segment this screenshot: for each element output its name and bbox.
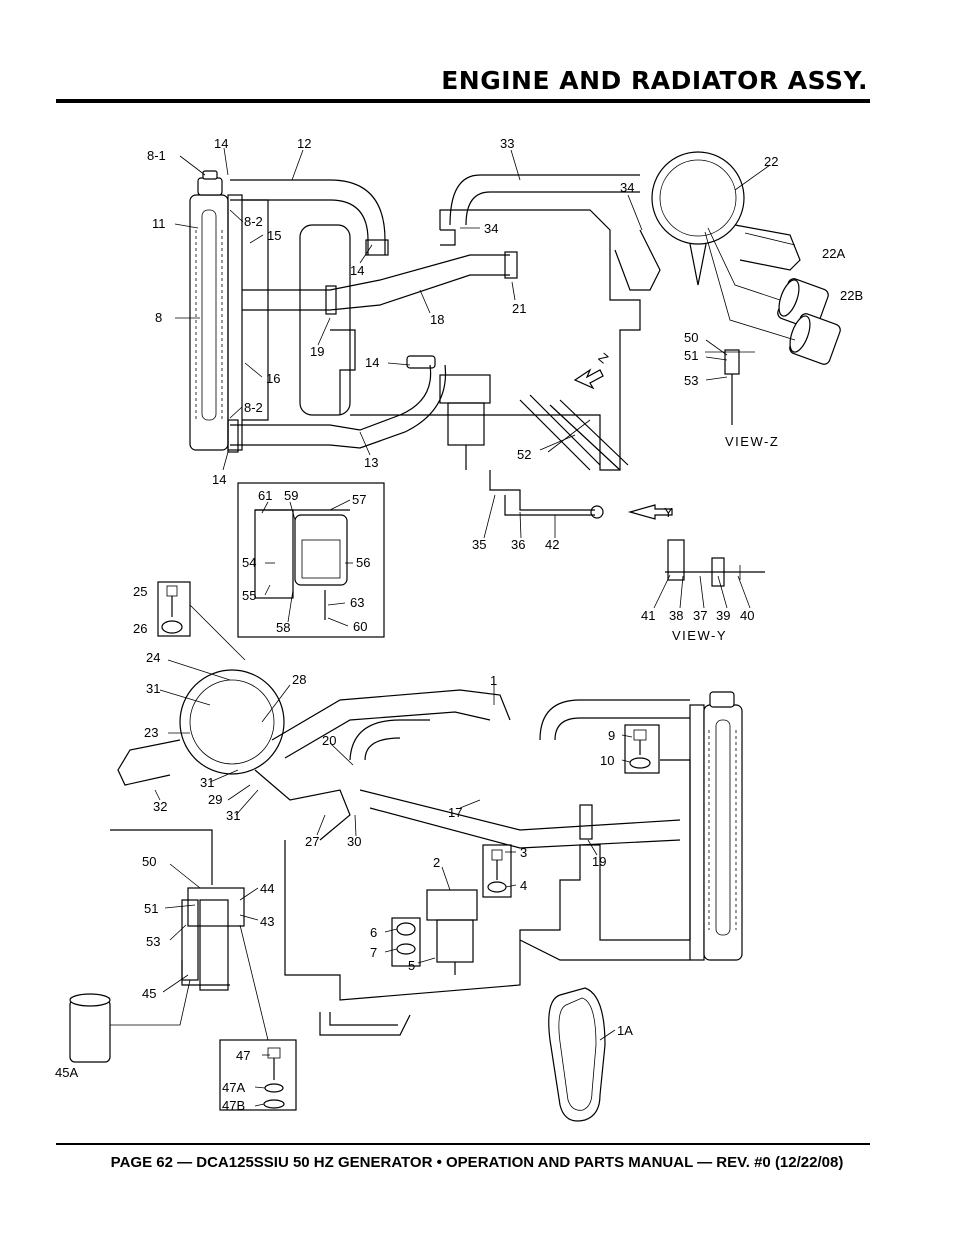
callout-11: 11 (152, 216, 166, 231)
callout-63: 63 (350, 595, 364, 610)
callout-43: 43 (260, 914, 274, 929)
callout-40: 40 (740, 608, 754, 623)
callout-34: 34 (484, 221, 498, 236)
callout-13: 13 (364, 455, 378, 470)
callout-19: 19 (310, 344, 324, 359)
callout-14: 14 (350, 263, 364, 278)
header-rule (56, 99, 870, 103)
callout-50: 50 (684, 330, 698, 345)
callout-9: 9 (608, 728, 615, 743)
radiator-upper (189, 170, 243, 451)
callout-47: 47 (236, 1048, 250, 1063)
callout-28: 28 (292, 672, 306, 687)
callout-33: 33 (500, 136, 514, 151)
callout-23: 23 (144, 725, 158, 740)
callout-59: 59 (284, 488, 298, 503)
callout-53: 53 (684, 373, 698, 388)
callout-8-2: 8-2 (244, 214, 263, 229)
callout-58: 58 (276, 620, 290, 635)
callout-6: 6 (370, 925, 377, 940)
callout-53: 53 (146, 934, 160, 949)
callout-50: 50 (142, 854, 156, 869)
callout-41: 41 (641, 608, 655, 623)
callout-38: 38 (669, 608, 683, 623)
callout-20: 20 (322, 733, 336, 748)
callout-25: 25 (133, 584, 147, 599)
callout-57: 57 (352, 492, 366, 507)
radiator-lower (689, 691, 743, 961)
leader-lines (154, 147, 771, 1107)
callout-16: 16 (266, 371, 280, 386)
callout-1a: 1A (617, 1023, 633, 1038)
callout-4: 4 (520, 878, 527, 893)
air-cleaner-upper (614, 151, 801, 291)
callout-47b: 47B (222, 1098, 245, 1113)
callout-5: 5 (408, 958, 415, 973)
callout-22a: 22A (822, 246, 845, 261)
callout-44: 44 (260, 881, 274, 896)
callout-8: 8 (155, 310, 162, 325)
arrow-z-label: Z (596, 350, 612, 367)
callout-18: 18 (430, 312, 444, 327)
footer-rule (56, 1143, 870, 1145)
callout-24: 24 (146, 650, 160, 665)
callout-31: 31 (226, 808, 240, 823)
callout-15: 15 (267, 228, 281, 243)
callout-1: 1 (490, 673, 497, 688)
page-title: ENGINE AND RADIATOR ASSY. (441, 66, 868, 95)
callout-51: 51 (684, 348, 698, 363)
callout-31: 31 (200, 775, 214, 790)
callout-22b: 22B (840, 288, 863, 303)
callout-30: 30 (347, 834, 361, 849)
callout-34: 34 (620, 180, 634, 195)
fuel-filter-inset (237, 482, 385, 638)
callout-19: 19 (592, 854, 606, 869)
callout-45a: 45A (55, 1065, 78, 1080)
callout-47a: 47A (222, 1080, 245, 1095)
callout-14: 14 (214, 136, 228, 151)
callout-39: 39 (716, 608, 730, 623)
arrow-y-label: Y (664, 505, 673, 520)
callout-27: 27 (305, 834, 319, 849)
callout-17: 17 (448, 805, 462, 820)
callout-31: 31 (146, 681, 160, 696)
filter-elements (704, 227, 841, 365)
callout-7: 7 (370, 945, 377, 960)
callout-35: 35 (472, 537, 486, 552)
callout-61: 61 (258, 488, 272, 503)
callout-8-2: 8-2 (244, 400, 263, 415)
page-footer: PAGE 62 — DCA125SSIU 50 HZ GENERATOR • O… (110, 1154, 844, 1171)
callout-21: 21 (512, 301, 526, 316)
callout-42: 42 (545, 537, 559, 552)
callout-3: 3 (520, 845, 527, 860)
view-z-label: VIEW-Z (725, 434, 779, 449)
view-y-label: VIEW-Y (672, 628, 727, 643)
air-cleaner-lower (117, 669, 351, 841)
callout-10: 10 (600, 753, 614, 768)
callout-52: 52 (517, 447, 531, 462)
callout-54: 54 (242, 555, 256, 570)
callout-29: 29 (208, 792, 222, 807)
callout-22: 22 (764, 154, 778, 169)
callout-56: 56 (356, 555, 370, 570)
callout-36: 36 (511, 537, 525, 552)
callout-8-1: 8-1 (147, 148, 166, 163)
callout-55: 55 (242, 588, 256, 603)
engine-block-upper (242, 199, 641, 471)
callout-26: 26 (133, 621, 147, 636)
callout-32: 32 (153, 799, 167, 814)
callout-14: 14 (212, 472, 226, 487)
callout-14: 14 (365, 355, 379, 370)
callout-labels: 8-1 14 12 33 22 34 34 11 8-2 15 14 22A 2… (55, 136, 863, 1113)
callout-45: 45 (142, 986, 156, 1001)
callout-2: 2 (433, 855, 440, 870)
callout-12: 12 (297, 136, 311, 151)
callout-37: 37 (693, 608, 707, 623)
callout-60: 60 (353, 619, 367, 634)
callout-51: 51 (144, 901, 158, 916)
